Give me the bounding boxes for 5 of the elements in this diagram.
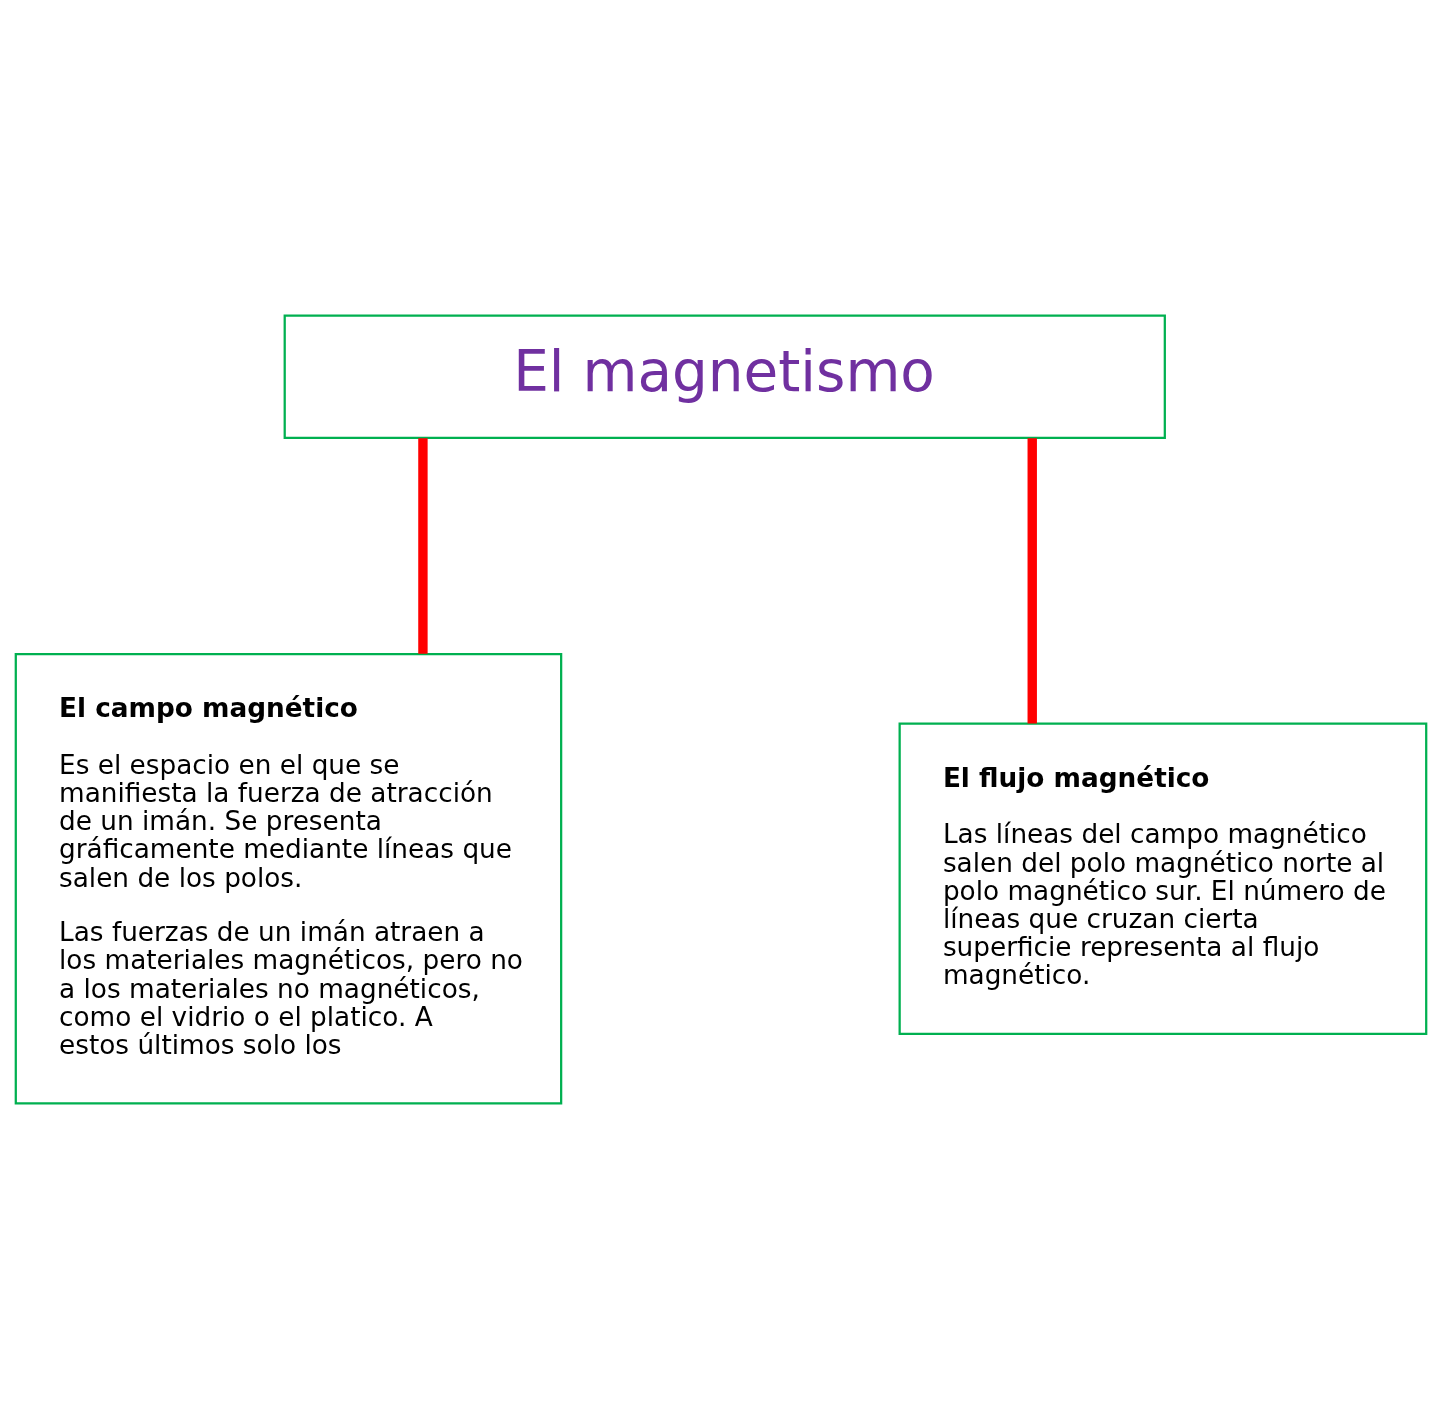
node-box: El campo magnético Es el espacio en el que se manifiesta la fuerza de atracción de un imán. Se presenta gráficamente mediante líneas que salen de los polos. Las fuerzas de un imán atraen a los materiales magnéticos, pero no a los materiales no magnéticos, como el vidrio o el platico. A estos últimos solo los [14,652,563,1105]
connector [418,437,428,654]
node-box: El flujo magnético Las líneas del campo magnético salen del polo magnético norte al polo magnético sur. El número de líneas que cruzan cierta superficie representa al flujo magnético. [898,721,1428,1035]
node-box: El magnetismo [283,313,1166,439]
connector [1027,437,1037,723]
